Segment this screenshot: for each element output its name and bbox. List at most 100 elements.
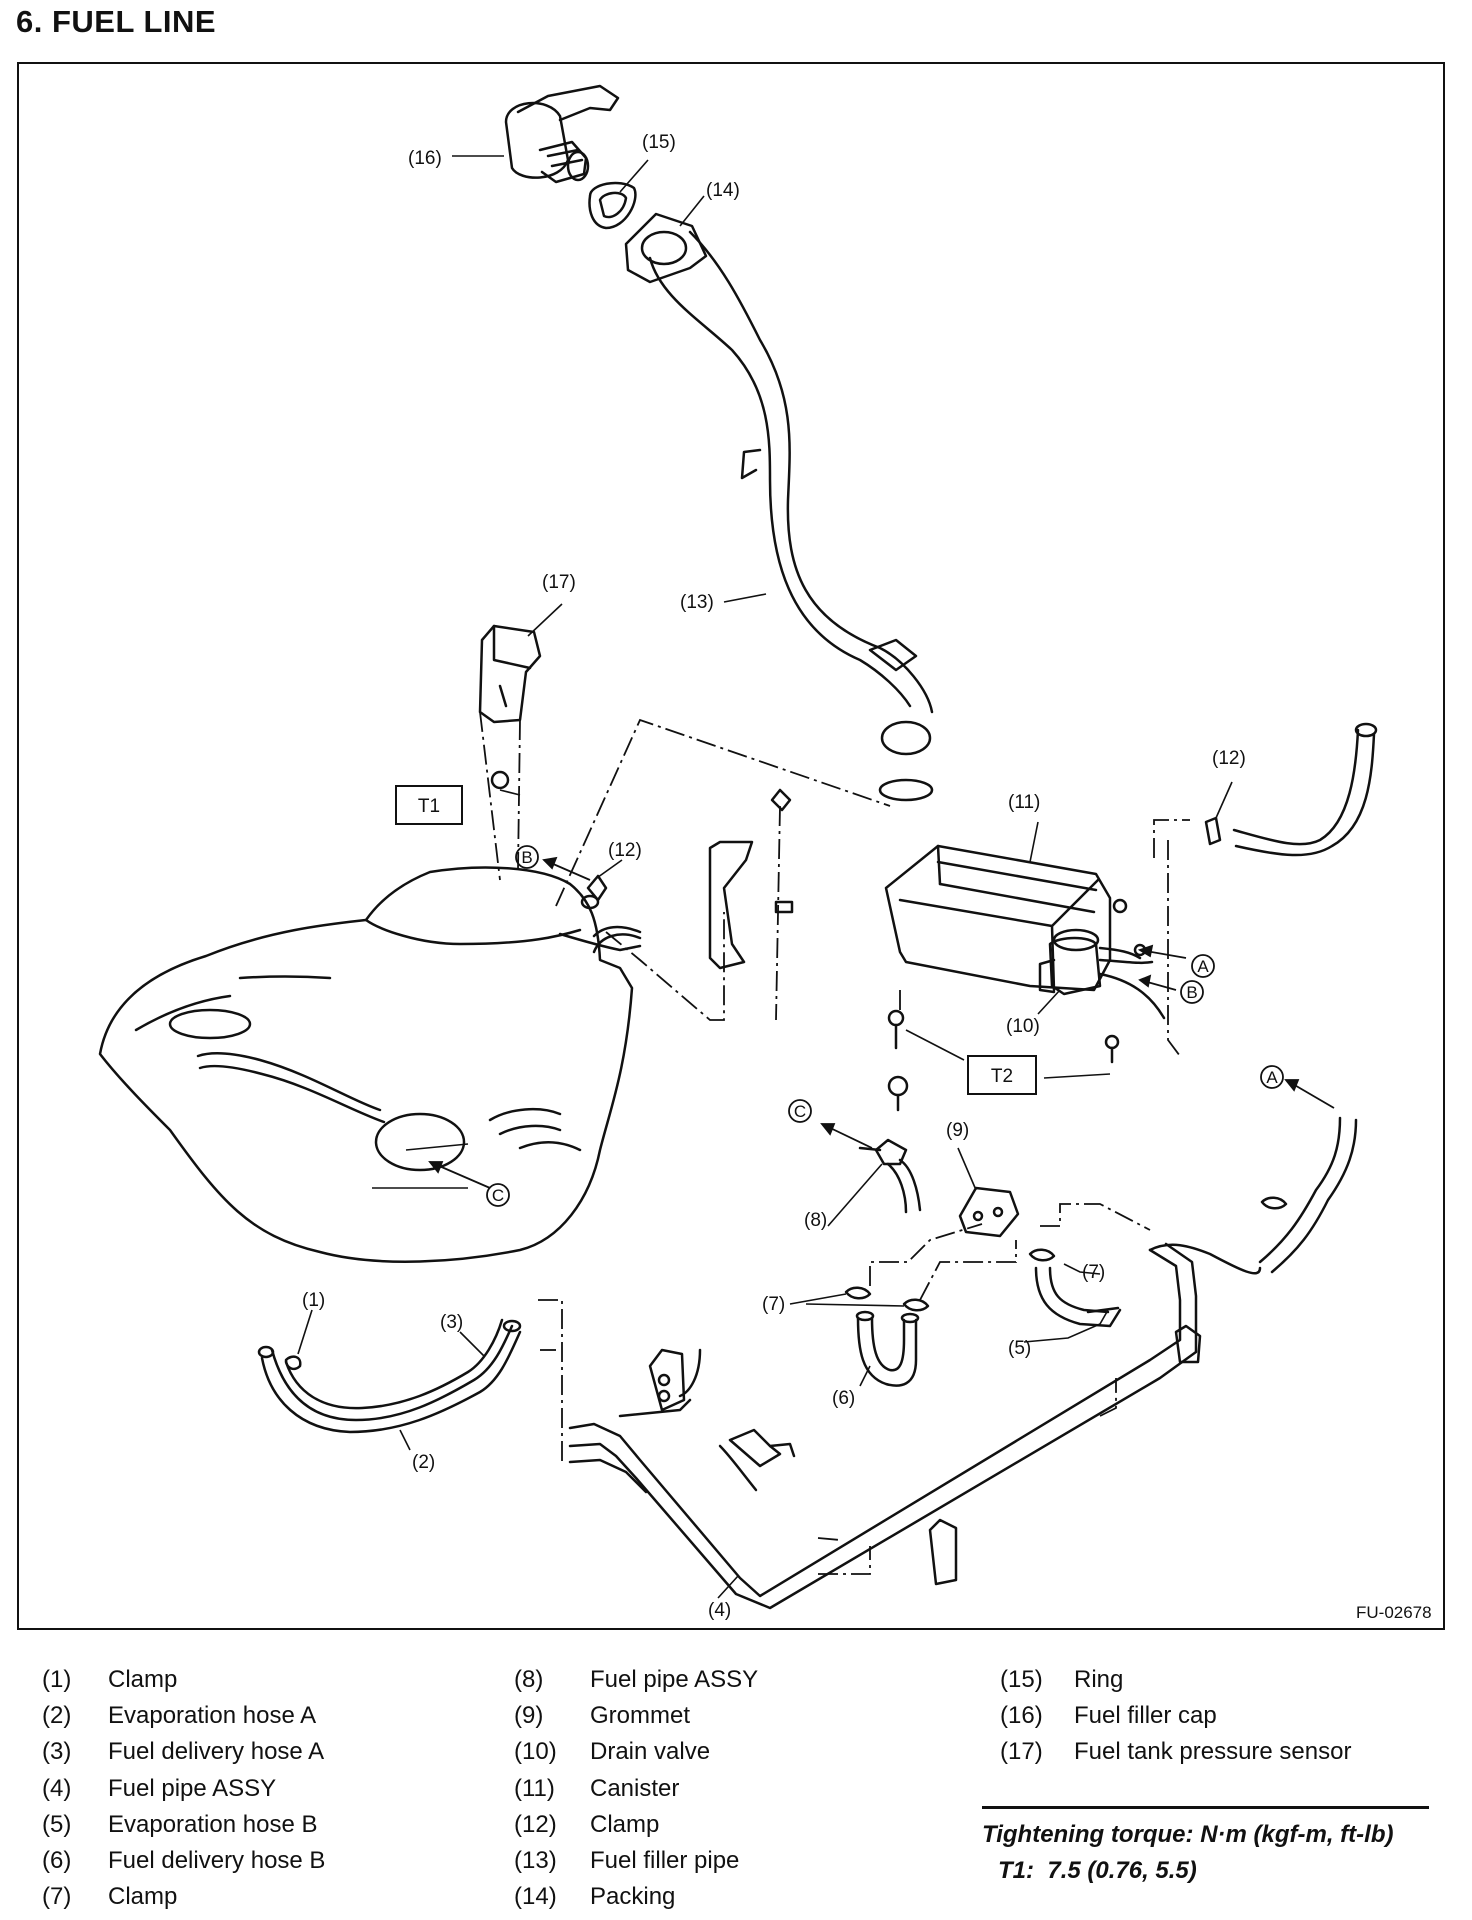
legend-num: (13) <box>514 1847 557 1875</box>
ref-mark-c-pipe: C <box>794 1102 806 1121</box>
ref-mark-a-hose: A <box>1266 1068 1278 1087</box>
legend-num: (10) <box>514 1738 557 1766</box>
legend-name: Clamp <box>108 1883 178 1911</box>
callout-13: (13) <box>680 592 714 613</box>
torque-tag-t2: T2 <box>991 1066 1013 1087</box>
legend-item: (2) Evaporation hose A <box>42 1698 325 1734</box>
ref-mark-a-right: A <box>1197 957 1209 976</box>
legend-name: Clamp <box>590 1810 660 1838</box>
leader-lines <box>297 155 1233 1599</box>
legend-item: (7) Clamp <box>42 1879 325 1915</box>
legend-column-2: (8)Fuel pipe ASSY (9)Grommet (10) Drain v… <box>514 1662 758 1915</box>
legend-name: Fuel pipe ASSY <box>108 1774 277 1802</box>
legend-item: (12) Clamp <box>514 1807 758 1843</box>
legend-num: (17) <box>1000 1738 1043 1766</box>
fuel-pipe-assy-8-drawing <box>858 1075 922 1214</box>
legend-num: (8) <box>514 1666 544 1693</box>
legend-item: (13) Fuel filler pipe <box>514 1843 758 1879</box>
torque-t1-row: T1: 7.5 (0.76, 5.5) <box>982 1853 1429 1889</box>
legend-name: Fuel delivery hose B <box>108 1847 326 1875</box>
legend-item: (3)Fuel delivery hose A <box>42 1734 325 1770</box>
legend-column-1: (1)Clamp (2)Evaporation hose A (3)Fuel d… <box>42 1662 325 1915</box>
legend-column-3: (15)Ring (16)Fuel filler cap (17)Fuel ta… <box>1000 1662 1351 1771</box>
canister-drawing <box>884 844 1166 1064</box>
legend-num: (5) <box>42 1810 72 1838</box>
callout-1: (1) <box>302 1290 325 1311</box>
callout-9: (9) <box>946 1120 969 1141</box>
legend-item: (15) Ring <box>1000 1662 1351 1698</box>
ref-mark-b-right: B <box>1186 983 1197 1002</box>
torque-tag-t2-box <box>967 1055 1037 1095</box>
callout-14: (14) <box>706 180 740 201</box>
fuel-filler-pipe-drawing <box>648 230 934 802</box>
legend-item: (5) Evaporation hose B <box>42 1807 325 1843</box>
callout-10: (10) <box>1006 1016 1040 1037</box>
callout-4: (4) <box>708 1600 731 1621</box>
callout-7-right: (7) <box>1082 1262 1105 1283</box>
legend-num: (3) <box>42 1738 72 1766</box>
tightening-torque-box: Tightening torque: N·m (kgf-m, ft-lb) T1… <box>982 1806 1429 1889</box>
callout-16: (16) <box>408 148 442 169</box>
torque-t1-value: 7.5 (0.76, 5.5) <box>1047 1857 1197 1884</box>
legend-num: (15) <box>1000 1666 1043 1693</box>
legend-num: (1) <box>42 1666 72 1693</box>
legend-name: Ring <box>1074 1666 1124 1693</box>
fuel-tank-drawing <box>98 866 642 1263</box>
fuel-tank-pressure-sensor-drawing <box>478 624 542 790</box>
fuel-line-diagram: B A B C C A T1 T2 (16) (15) (14) (13) (1… <box>98 84 1432 1622</box>
legend-num: (14) <box>514 1883 557 1911</box>
legend-item: (10) Drain valve <box>514 1734 758 1770</box>
diagram-frame <box>17 62 1445 1630</box>
evaporation-hose-a-drawing <box>257 1318 522 1434</box>
legend-name: Grommet <box>590 1702 691 1730</box>
legend-name: Evaporation hose B <box>108 1810 318 1838</box>
torque-heading: Tightening torque: N·m (kgf-m, ft-lb) <box>982 1821 1394 1848</box>
legend-num: (2) <box>42 1702 72 1730</box>
legend-name: Packing <box>590 1883 676 1911</box>
clamp-hose-right-drawing <box>1204 722 1378 857</box>
torque-tag-t1-box <box>395 785 463 825</box>
callout-11: (11) <box>1008 792 1040 813</box>
legend-name: Evaporation hose A <box>108 1702 317 1730</box>
legend-item: (6) Fuel delivery hose B <box>42 1843 325 1879</box>
callout-15: (15) <box>642 132 676 153</box>
legend-name: Fuel filler cap <box>1074 1702 1217 1730</box>
legend-num: (6) <box>42 1847 72 1875</box>
legend-item: (16)Fuel filler cap <box>1000 1698 1351 1734</box>
callout-17: (17) <box>542 572 576 593</box>
ring-drawing <box>588 181 637 230</box>
callout-2: (2) <box>412 1452 435 1473</box>
legend-num: (12) <box>514 1810 557 1838</box>
figure-id: FU-02678 <box>1356 1603 1432 1622</box>
callout-7-left: (7) <box>762 1294 785 1315</box>
reference-circles <box>486 845 1284 1207</box>
evaporation-hose-b-drawing <box>1028 1248 1122 1328</box>
legend-name: Fuel filler pipe <box>590 1847 740 1875</box>
packing-drawing <box>624 212 708 284</box>
callout-12-right: (12) <box>1212 748 1246 769</box>
callout-8: (8) <box>804 1210 827 1231</box>
bracket-drawing <box>708 788 794 970</box>
callout-12-left: (12) <box>608 840 642 861</box>
callout-3: (3) <box>440 1312 463 1333</box>
legend-item: (1) Clamp <box>42 1662 325 1698</box>
legend-num: (4) <box>42 1774 72 1802</box>
legend-name: Drain valve <box>590 1738 711 1766</box>
legend-name: Clamp <box>108 1666 178 1693</box>
legend-num: (11) <box>514 1774 555 1802</box>
legend-item: (4) Fuel pipe ASSY <box>42 1771 325 1807</box>
torque-tag-t1: T1 <box>418 796 440 817</box>
assembly-guide-lines <box>479 711 1190 1575</box>
fuel-pipe-assy-4-drawing <box>568 1116 1358 1610</box>
torque-t1-label: T1: <box>998 1857 1034 1884</box>
reference-arrows <box>428 856 1335 1189</box>
legend-num: (7) <box>42 1883 72 1911</box>
callout-5: (5) <box>1008 1338 1031 1359</box>
legend-item: (8)Fuel pipe ASSY <box>514 1662 758 1698</box>
page-title: 6. FUEL LINE <box>16 4 217 39</box>
legend-item: (9)Grommet <box>514 1698 758 1734</box>
ref-mark-b-left: B <box>521 848 532 867</box>
legend-item: (11) Canister <box>514 1771 758 1807</box>
legend-name: Canister <box>590 1774 680 1802</box>
fuel-filler-cap-drawing <box>504 84 620 184</box>
